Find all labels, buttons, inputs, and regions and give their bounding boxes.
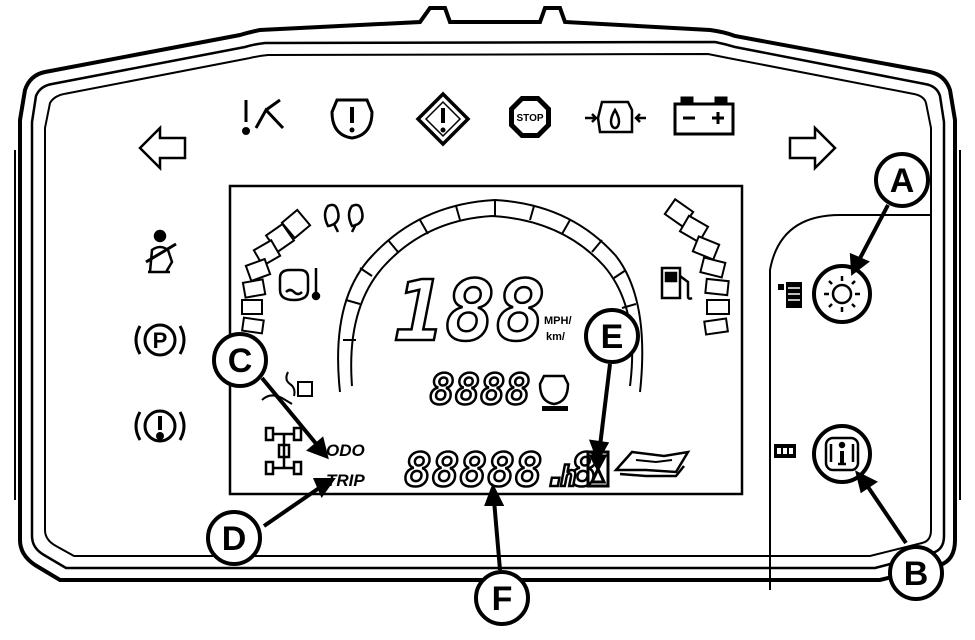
coolant-temperature-icon bbox=[278, 268, 321, 302]
info-button[interactable] bbox=[812, 424, 872, 484]
callout-e: E bbox=[584, 308, 640, 364]
svg-text:A: A bbox=[890, 162, 915, 200]
battery-icon bbox=[673, 96, 735, 136]
speed-unit-kmh: km/ bbox=[546, 331, 565, 343]
warning-wrench-icon bbox=[242, 98, 285, 135]
speedometer-arc bbox=[337, 198, 644, 393]
brake-warning-icon bbox=[134, 409, 186, 443]
rpm-readout: 8888 bbox=[429, 365, 530, 414]
callout-b: B bbox=[888, 545, 944, 601]
brightness-icon bbox=[824, 276, 860, 312]
parking-brake-icon: P bbox=[134, 323, 186, 357]
svg-text:P: P bbox=[153, 328, 168, 353]
engine-malfunction-icon bbox=[330, 98, 374, 140]
manual-book-icon bbox=[613, 450, 691, 478]
fuel-pump-icon bbox=[660, 266, 693, 300]
cluster-housing bbox=[14, 6, 961, 582]
callout-c: C bbox=[212, 332, 268, 388]
right-turn-arrow-icon bbox=[788, 124, 837, 172]
four-wheel-drive-icon bbox=[264, 426, 303, 476]
speed-unit-mph: MPH/ bbox=[544, 315, 572, 327]
service-engine-icon bbox=[538, 374, 570, 411]
svg-text:B: B bbox=[904, 555, 929, 593]
odometer-hour-suffix: h bbox=[560, 460, 577, 493]
callout-f: F bbox=[474, 570, 530, 626]
fuel-bar-gauge bbox=[663, 197, 730, 336]
brightness-button[interactable] bbox=[812, 264, 872, 324]
menu-page-icon bbox=[778, 282, 802, 308]
callout-d: D bbox=[206, 510, 262, 566]
seatbelt-icon bbox=[145, 229, 177, 274]
multi-display-icon bbox=[774, 444, 796, 458]
svg-text:F: F bbox=[492, 580, 513, 618]
stop-label: STOP bbox=[516, 113, 543, 124]
oil-pressure-icon bbox=[585, 100, 646, 134]
speed-readout: 188 bbox=[394, 262, 546, 360]
info-icon bbox=[824, 436, 860, 472]
coolant-temp-bar-gauge bbox=[240, 208, 312, 335]
callout-a: A bbox=[874, 152, 930, 208]
control-panel-region bbox=[769, 214, 931, 590]
trip-label: TRIP bbox=[326, 471, 365, 490]
callout-arrows bbox=[260, 204, 908, 571]
glow-plug-icon bbox=[323, 203, 364, 233]
stop-icon: STOP bbox=[509, 96, 551, 138]
svg-text:C: C bbox=[228, 342, 253, 380]
odometer-readout: 88888.8 bbox=[404, 443, 598, 497]
svg-text:D: D bbox=[222, 520, 247, 558]
caution-diamond-icon bbox=[415, 91, 471, 147]
left-turn-arrow-icon bbox=[138, 124, 187, 172]
dpf-icon bbox=[261, 371, 313, 405]
svg-text:E: E bbox=[601, 318, 624, 356]
odo-label: ODO bbox=[326, 441, 365, 460]
